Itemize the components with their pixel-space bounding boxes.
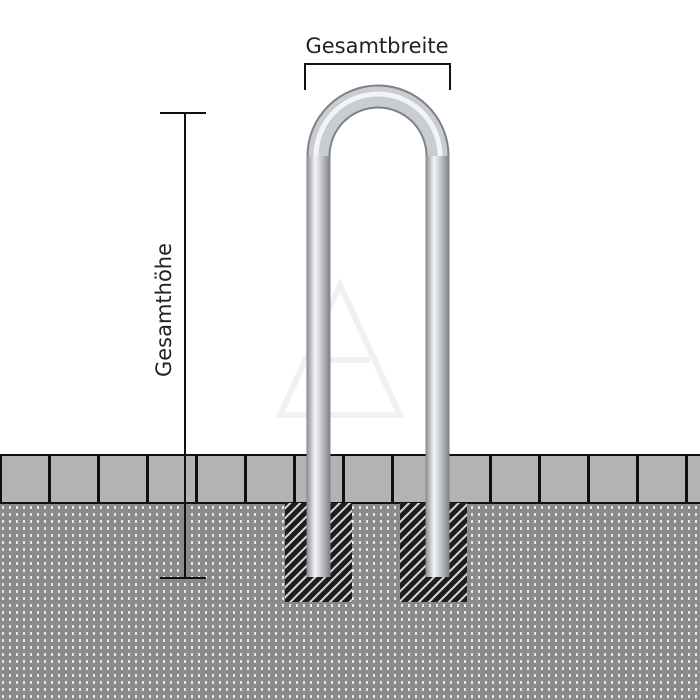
paving-stone	[0, 454, 50, 504]
paving-stone	[588, 454, 638, 504]
height-dimension	[160, 112, 206, 579]
width-label: Gesamtbreite	[305, 34, 448, 58]
paving-stone	[98, 454, 148, 504]
paving-stone	[196, 454, 246, 504]
paving-stone	[147, 454, 197, 504]
watermark-logo	[275, 277, 405, 418]
paving-stone	[539, 454, 589, 504]
paving-stones	[0, 454, 700, 504]
paving-stone	[490, 454, 540, 504]
height-label: Gesamthöhe	[152, 243, 176, 377]
paving-stone	[686, 454, 700, 504]
paving-stone	[343, 454, 393, 504]
paving-stone	[49, 454, 99, 504]
paving-stone	[441, 454, 491, 504]
width-dimension	[304, 63, 451, 90]
paving-stone	[637, 454, 687, 504]
bike-stand-pipe	[306, 84, 450, 577]
paving-stone	[245, 454, 295, 504]
